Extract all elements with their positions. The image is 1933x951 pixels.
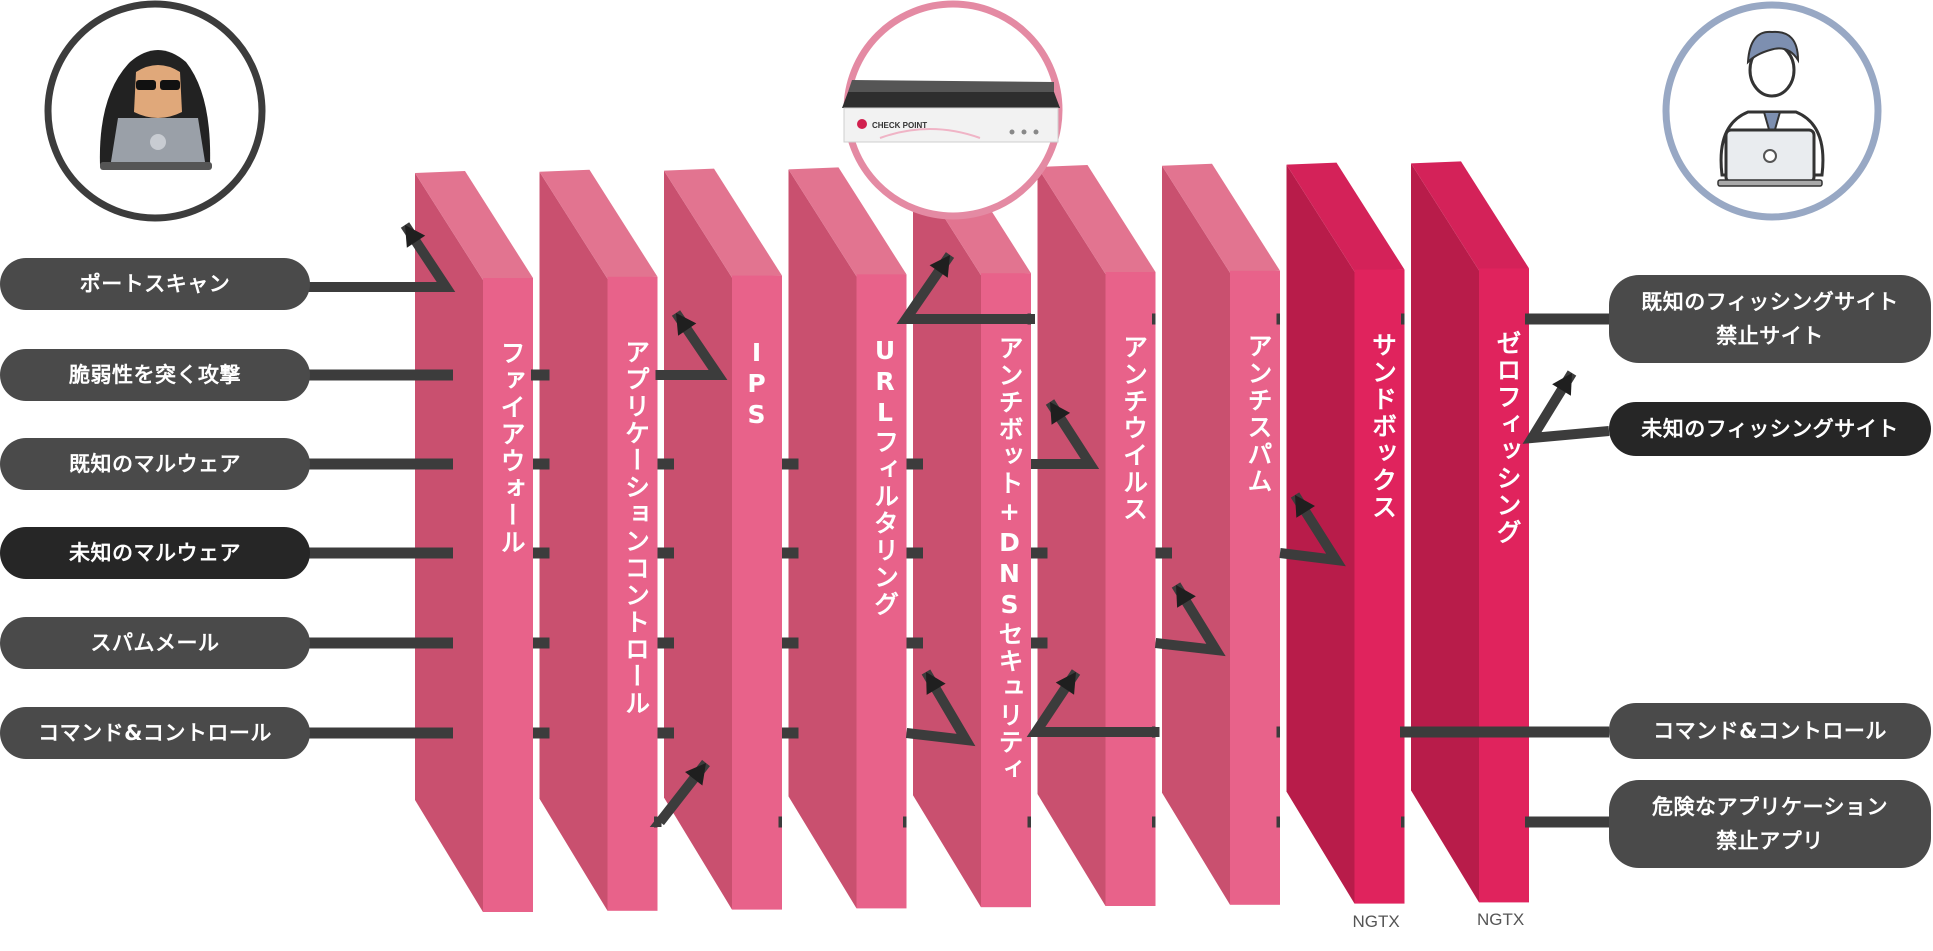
left-threat-2: 脆弱性を突く攻撃	[0, 349, 310, 401]
wall-9	[1411, 161, 1529, 903]
flow-apps-bounce	[649, 759, 710, 827]
left-threat-5: スパムメール	[0, 617, 310, 669]
wall-3	[664, 168, 782, 910]
flow-right-cc-bounce	[1026, 669, 1160, 737]
wall-label-9: ゼロフィッシング	[1493, 330, 1522, 547]
left-threat-3: 既知のマルウェア	[0, 438, 310, 490]
flow-known-phishing-bounce	[896, 252, 1035, 324]
wall-label-2: アプリケーションコントロール	[621, 338, 651, 717]
flow-cc-bounce	[905, 669, 976, 747]
walls-layer	[415, 161, 1529, 912]
wall-label-7: アンチスパム	[1244, 332, 1273, 495]
flow-spam-bounce	[1154, 582, 1226, 657]
left-threat-1: ポートスキャン	[0, 258, 310, 310]
wall-label-8: サンドボックス	[1368, 331, 1398, 521]
right-threat-3: コマンド&コントロール	[1609, 703, 1931, 759]
wall-label-6: アンチウイルス	[1119, 334, 1149, 523]
left-threat-6: コマンド&コントロール	[0, 707, 310, 759]
wall-2	[539, 169, 658, 911]
right-threat-1: 既知のフィッシングサイト 禁止サイト	[1609, 275, 1931, 363]
wall-1	[415, 171, 533, 912]
left-threat-4: 未知のマルウェア	[0, 527, 310, 579]
left-threat-label: スパムメール	[90, 631, 220, 655]
wall-7	[1162, 163, 1280, 905]
wall-6	[1037, 165, 1156, 906]
flow-unknown-malware-bounce	[1279, 492, 1346, 567]
left-threat-label: 既知のマルウェア	[69, 452, 241, 476]
ngtx-label-9: NGTX	[1477, 910, 1525, 930]
flow-unknown-phishing-bounce	[1522, 370, 1610, 444]
left-threat-label: 脆弱性を突く攻撃	[69, 363, 241, 387]
right-threat-2: 未知のフィッシングサイト	[1609, 402, 1931, 456]
user-icon	[1662, 1, 1882, 221]
right-threat-4: 危険なアプリケーション 禁止アプリ	[1609, 780, 1931, 868]
lines-layer	[308, 222, 1610, 828]
ngtx-label-8: NGTX	[1352, 911, 1400, 931]
wall-label-3: IPS	[742, 337, 771, 431]
left-threat-label: コマンド&コントロール	[38, 721, 272, 745]
wall-label-1: ファイアウォール	[497, 340, 526, 556]
right-threat-label: 未知のフィッシングサイト	[1641, 417, 1899, 441]
flow-vuln-bounce	[655, 310, 728, 380]
hacker-icon	[44, 0, 266, 222]
wall-label-4: URLフィルタリング	[870, 336, 900, 619]
wall-4	[788, 167, 907, 909]
left-threat-label: 未知のマルウェア	[69, 541, 241, 565]
security-appliance-icon: CHECK POINT	[842, 0, 1063, 220]
wall-label-5: アンチボット+DNSセキュリティ	[995, 335, 1024, 784]
right-threat-label: 既知のフィッシングサイト 禁止サイト	[1641, 290, 1899, 348]
flow-port-scan	[308, 222, 456, 292]
right-threat-label: 危険なアプリケーション 禁止アプリ	[1651, 795, 1889, 853]
device-brand: CHECK POINT	[872, 121, 927, 130]
right-threat-label: コマンド&コントロール	[1653, 719, 1887, 743]
wall-8	[1286, 162, 1405, 904]
flow-known-malware-bounce	[1031, 399, 1100, 469]
left-threat-label: ポートスキャン	[79, 272, 231, 296]
